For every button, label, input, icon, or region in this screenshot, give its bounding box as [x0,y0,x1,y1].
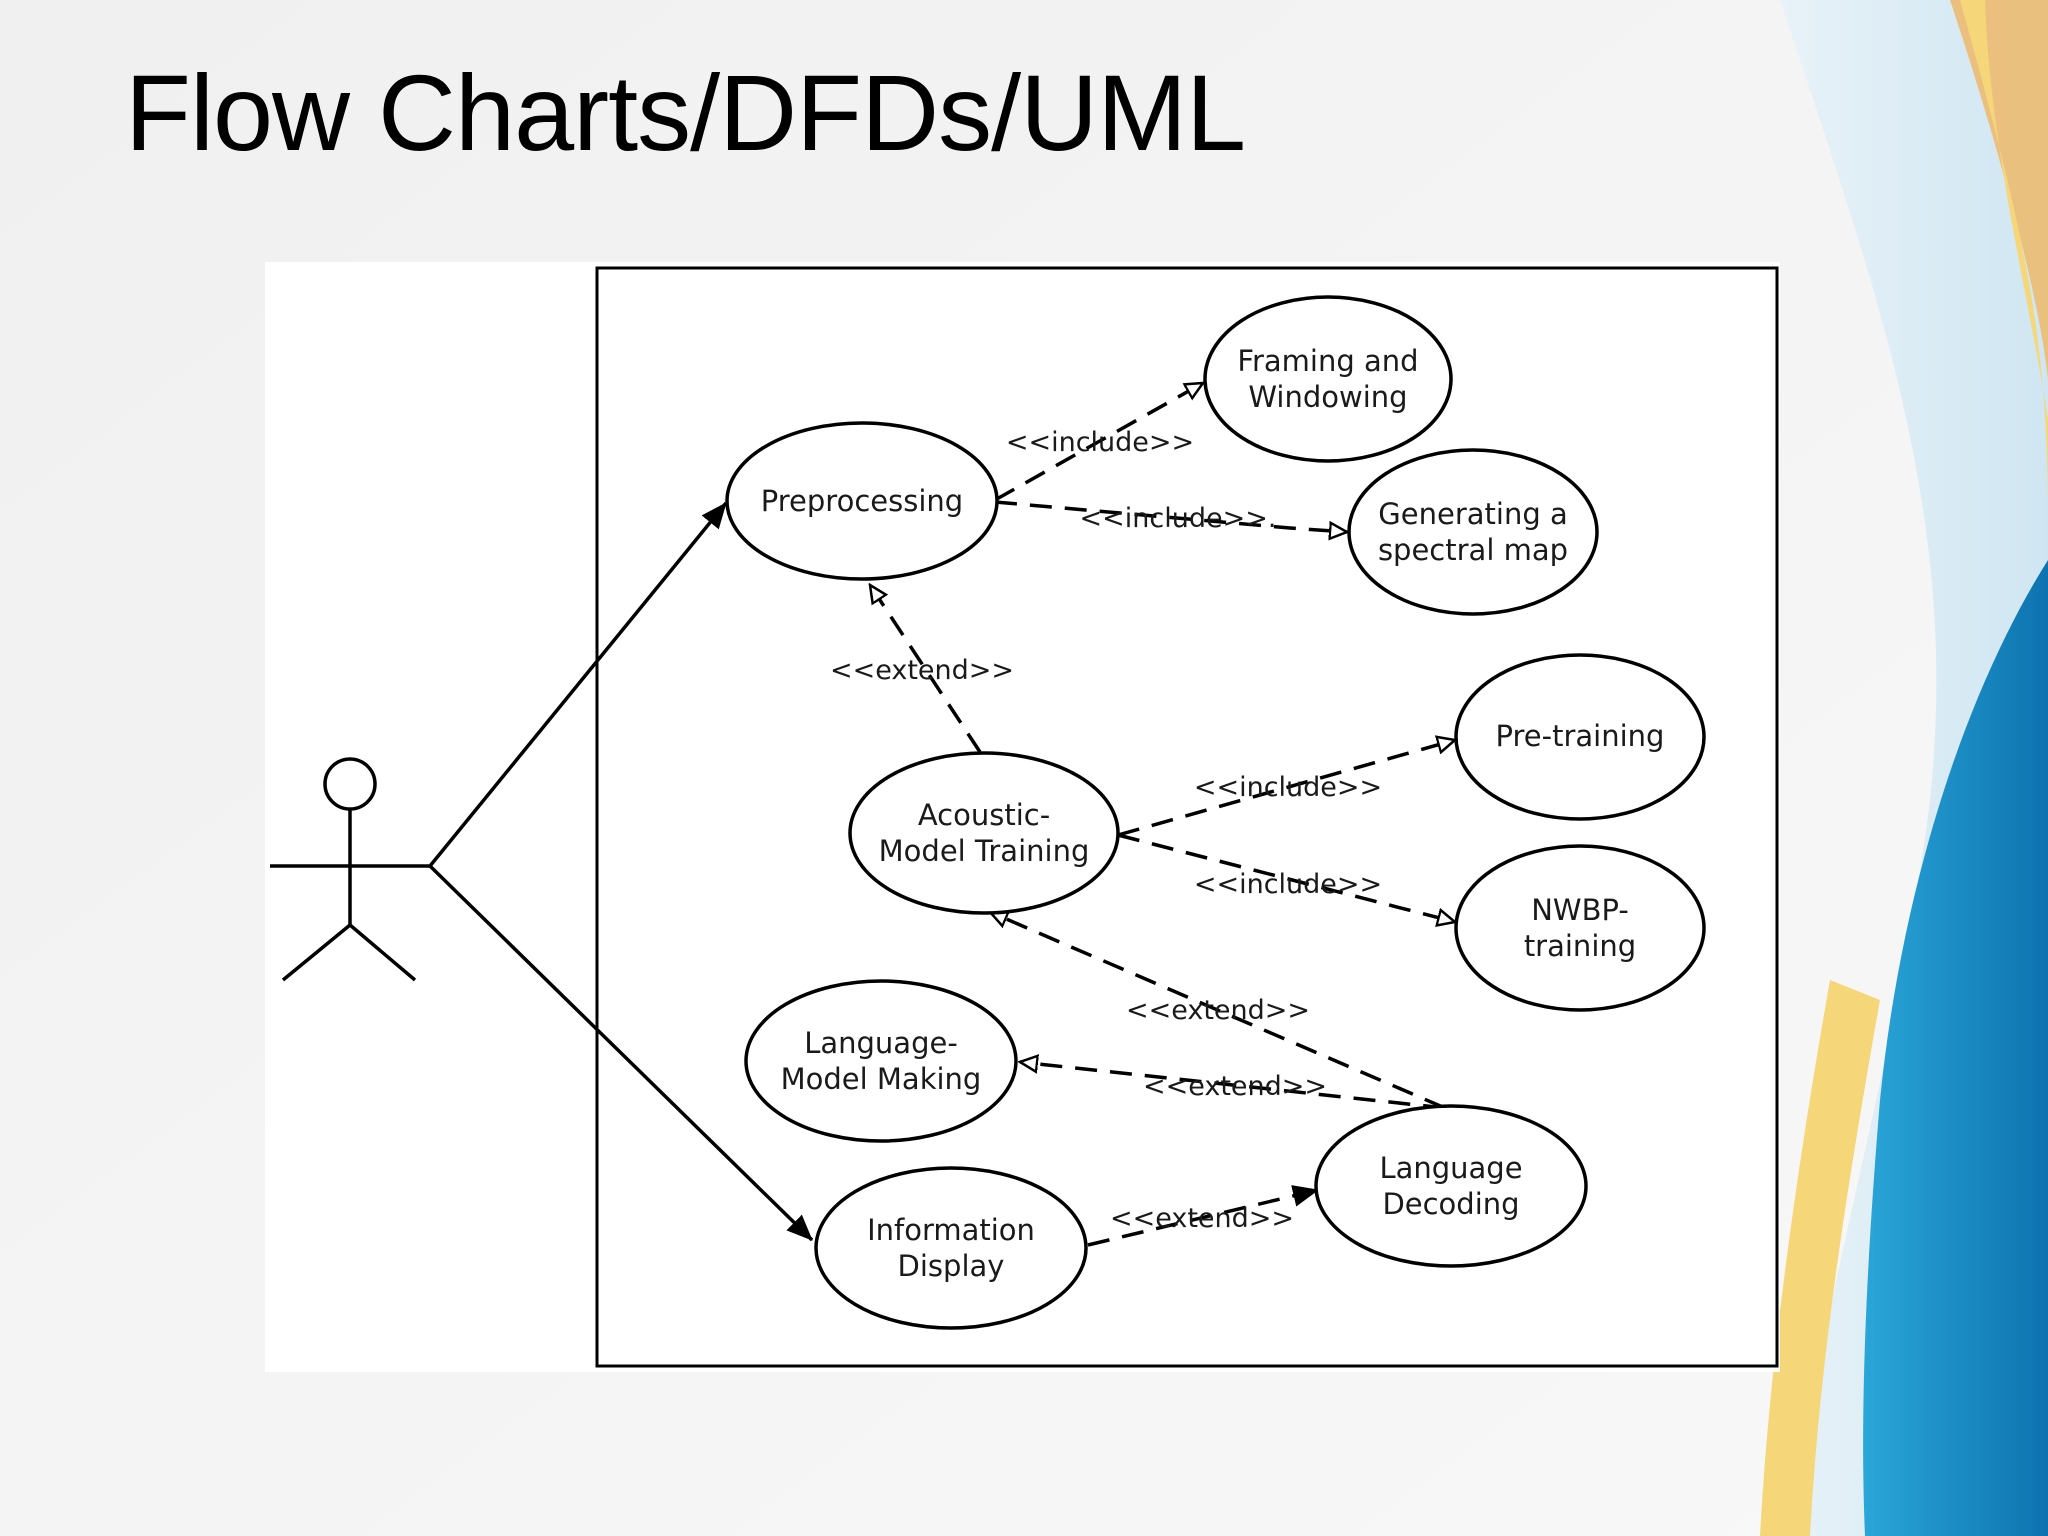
actor-right-leg [348,923,417,982]
label-preprocessing: Preprocessing [761,484,963,518]
label-include-pretraining: <<include>> [1194,772,1382,803]
association-to-information-display [428,864,814,1242]
wave-yellow-lower [1760,980,1880,1536]
label-include-framing: <<include>> [1006,427,1194,458]
slide-title: Flow Charts/DFDs/UML [125,52,1246,173]
use-case-framing-and-windowing [1203,295,1453,463]
use-case-information-display [814,1166,1088,1330]
wave-orange-band [1950,0,2048,380]
use-case-generating-spectral-map [1347,448,1599,616]
label-include-spectral: <<include>>. [1080,503,1277,534]
actor-figure [270,757,430,982]
label-extend-acoustic-preprocessing: <<extend>> [830,655,1014,686]
label-nwbp-line1: NWBP- [1531,893,1629,927]
use-case-nwbp-training [1454,844,1706,1012]
include-line-nwbp [1117,833,1455,922]
extend-line-decoding-langmodel [1020,1062,1446,1110]
label-lang-model-line1: Language- [804,1026,958,1060]
label-framing-line2: Windowing [1248,380,1407,414]
use-case-preprocessing [725,421,999,581]
label-lang-decoding-line2: Decoding [1382,1187,1519,1221]
use-case-language-decoding [1314,1104,1588,1268]
actor-left-leg [281,923,352,982]
label-extend-decoding-acoustic: <<extend>> [1126,995,1310,1026]
label-framing-line1: Framing and [1237,344,1418,378]
label-include-nwbp: <<include>> [1194,869,1382,900]
label-spectral-line2: spectral map [1378,533,1568,567]
label-lang-decoding-line1: Language [1379,1151,1522,1185]
extend-line-decoding-acoustic [990,912,1446,1110]
label-info-display-line1: Information [867,1213,1035,1247]
include-line-framing [994,381,1203,502]
include-line-spectral [994,500,1347,532]
label-lang-model-line2: Model Making [781,1062,982,1096]
use-case-pre-training [1454,653,1706,821]
label-info-display-line2: Display [898,1249,1005,1283]
include-line-pretraining [1117,740,1455,837]
association-to-preprocessing [428,501,728,868]
wave-blue-band [1863,560,2048,1536]
use-case-language-model-making [744,979,1018,1143]
label-extend-decoding-langmodel: <<extend>> [1143,1071,1327,1102]
label-extend-display-decoding: <<extend>> [1110,1203,1294,1234]
label-acoustic-line1: Acoustic- [918,798,1050,832]
label-nwbp-line2: training [1524,929,1636,963]
use-case-acoustic-model-training [848,751,1120,915]
extend-line-display-decoding [1087,1185,1319,1247]
label-pre-training: Pre-training [1496,719,1665,753]
label-acoustic-line2: Model Training [879,834,1090,868]
actor-head [323,757,377,811]
system-boundary [595,266,1779,1368]
label-spectral-line1: Generating a [1378,497,1567,531]
